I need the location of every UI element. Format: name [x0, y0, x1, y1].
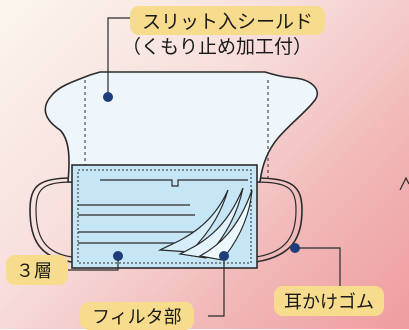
filter-layers	[157, 187, 253, 261]
mask-stitching	[77, 169, 252, 264]
shield-subtitle-label: （くもり止め加工付）	[122, 36, 313, 58]
ear-loop-left-inner	[35, 181, 73, 258]
shield-title-label: スリット入シールド	[130, 6, 326, 35]
ear-loop-label: 耳かけゴム	[274, 286, 384, 316]
layers-label: ３層	[6, 255, 68, 285]
nose-wire	[100, 179, 248, 187]
pleats	[78, 204, 205, 244]
callout-dots	[103, 92, 300, 261]
ear-loop-right-inner	[255, 181, 297, 258]
edge-mark	[399, 176, 409, 191]
ear-loop-right	[255, 177, 303, 263]
shield	[44, 71, 319, 183]
filter-label: フィルタ部	[80, 302, 194, 330]
